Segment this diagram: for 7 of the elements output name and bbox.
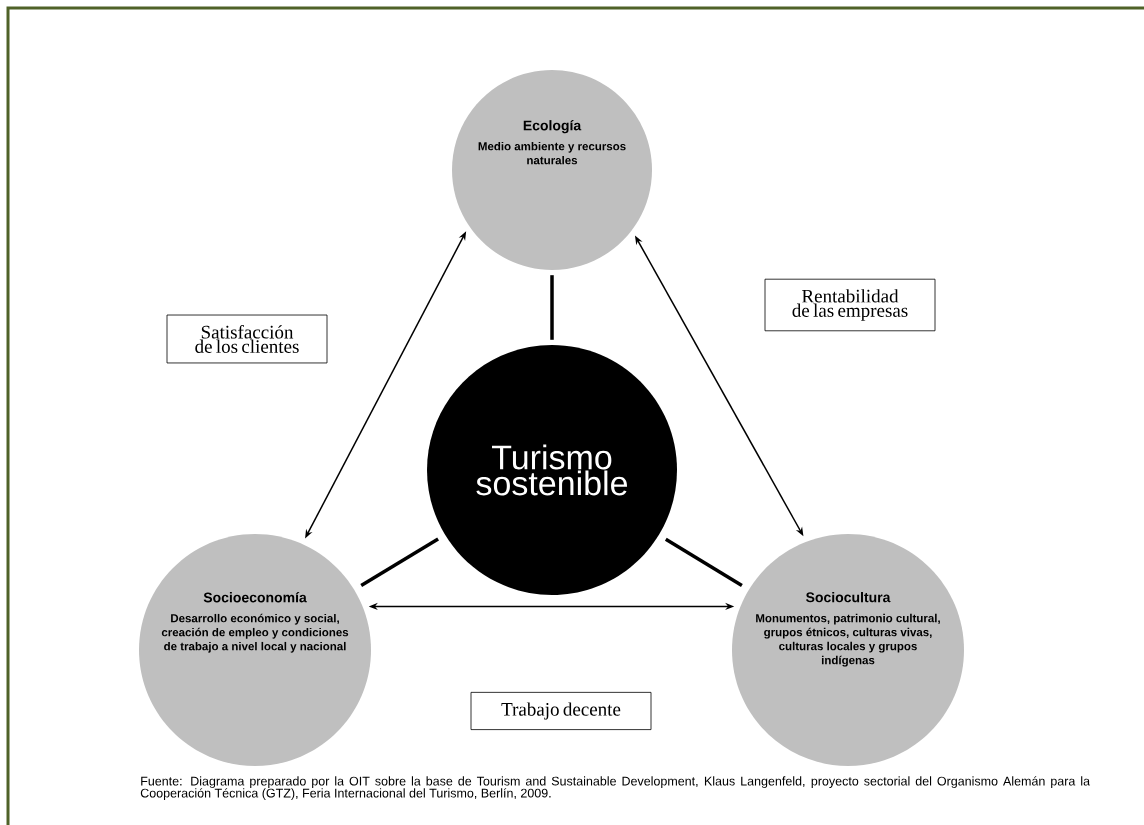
caption: Fuente: Diagrama preparado por la OIT sobre la base de Tourism and Sustainable Development, Klaus Langenfeld, proyecto sectorial del Organismo Alemán para la Cooperación Técnica (GTZ), Feria Internacional del Turismo, Berlín, 2009. xyxy=(140,776,1091,800)
label-box: Rentabilidad de las empresas xyxy=(764,278,936,332)
connector-line xyxy=(550,275,554,340)
label-box: Satisfacción de los clientes xyxy=(166,314,328,364)
label-box: Trabajo decente xyxy=(470,691,652,730)
connector-line xyxy=(664,537,743,587)
connector-line xyxy=(360,537,439,588)
